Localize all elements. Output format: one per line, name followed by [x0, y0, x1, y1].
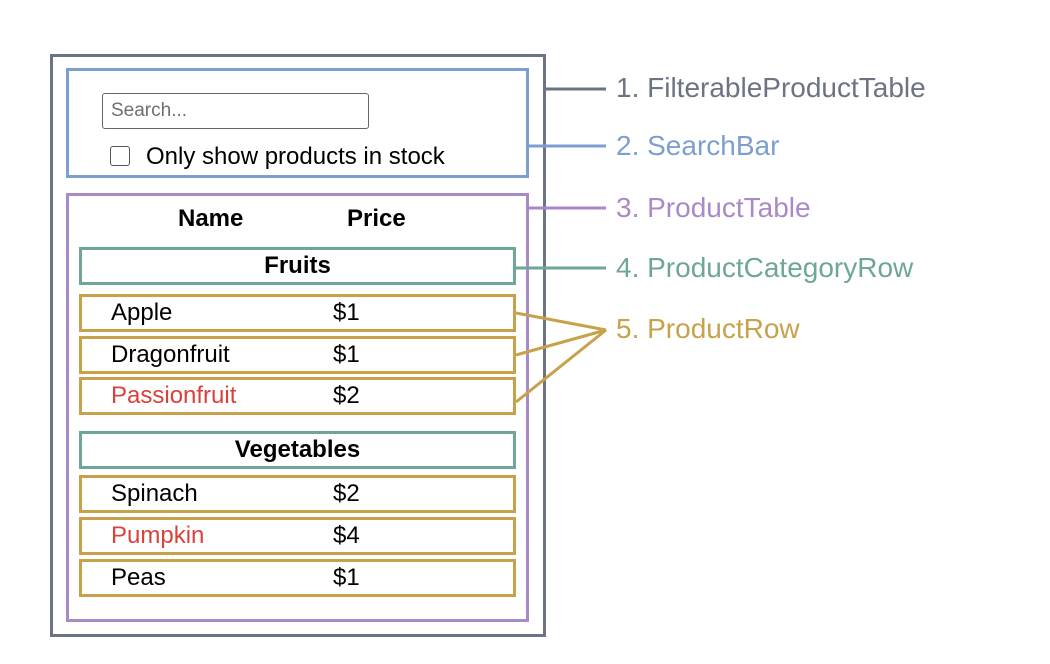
product-row: Peas $1 [79, 559, 516, 597]
product-name: Passionfruit [111, 382, 237, 409]
product-price: $1 [333, 341, 360, 368]
table-header-name: Name [178, 205, 244, 232]
in-stock-checkbox[interactable] [110, 146, 130, 166]
category-label: Fruits [264, 252, 331, 279]
product-price: $2 [333, 382, 360, 409]
category-row-vegetables: Vegetables [79, 431, 516, 469]
product-row: Pumpkin $4 [79, 517, 516, 555]
table-header-price: Price [347, 205, 406, 232]
product-price: $4 [333, 522, 360, 549]
connector-product-row [515, 311, 607, 332]
search-bar-box [66, 68, 529, 178]
connector-product-row [515, 328, 607, 357]
product-table-box [66, 193, 529, 622]
product-name: Apple [111, 299, 173, 326]
search-input[interactable] [102, 93, 369, 129]
callout-product-row: 5. ProductRow [616, 313, 800, 344]
product-price: $1 [333, 564, 360, 591]
category-row-fruits: Fruits [79, 247, 516, 285]
callout-search-bar: 2. SearchBar [616, 130, 780, 161]
product-row: Dragonfruit $1 [79, 336, 516, 374]
category-label: Vegetables [234, 436, 361, 463]
product-name: Dragonfruit [111, 341, 230, 368]
product-row: Apple $1 [79, 294, 516, 332]
product-row: Spinach $2 [79, 475, 516, 513]
product-name: Spinach [111, 480, 198, 507]
product-name: Pumpkin [111, 522, 205, 549]
in-stock-checkbox-label: Only show products in stock [146, 143, 445, 170]
product-price: $2 [333, 480, 360, 507]
connector-product-row [515, 328, 607, 404]
callout-product-category-row: 4. ProductCategoryRow [616, 252, 914, 283]
callout-filterable-product-table: 1. FilterableProductTable [616, 72, 926, 103]
callout-product-table: 3. ProductTable [616, 192, 811, 223]
product-name: Peas [111, 564, 166, 591]
product-price: $1 [333, 299, 360, 326]
filterable-product-table-box [50, 54, 546, 637]
product-row: Passionfruit $2 [79, 377, 516, 415]
